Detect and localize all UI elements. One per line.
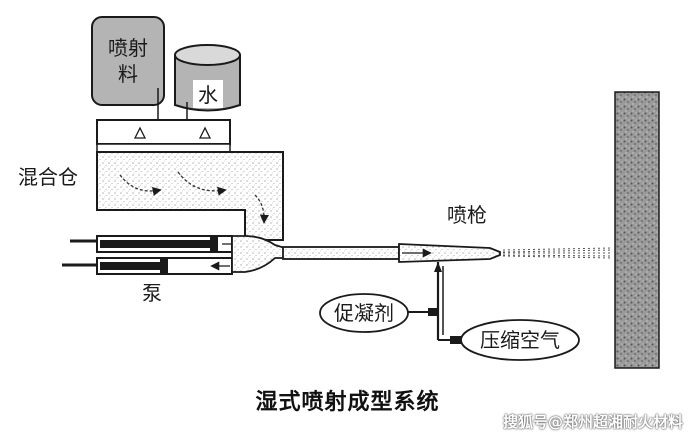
- mixing-chamber: [96, 151, 284, 241]
- pump: [62, 235, 242, 275]
- watermark: 搜狐号@郑州超湘耐火材料: [502, 413, 683, 431]
- pump-junction: [231, 235, 286, 273]
- nozzle-label: 喷枪: [447, 203, 487, 227]
- spray-jet: [502, 247, 613, 259]
- accelerator-supply: 促凝剂: [319, 293, 409, 333]
- additive-feed-lines: [408, 262, 462, 344]
- dosing-unit: [96, 119, 231, 167]
- water-label: 水: [198, 83, 218, 107]
- spray-material-label-line2: 料: [118, 62, 138, 86]
- accelerator-label: 促凝剂: [334, 301, 394, 325]
- compressed-air-supply: 压缩空气: [460, 319, 580, 361]
- spray-material-label-line1: 喷射: [108, 36, 148, 60]
- water-tank: 水: [174, 44, 241, 112]
- diagram-caption: 湿式喷射成型系统: [255, 389, 440, 415]
- mixing-chamber-label: 混合仓: [18, 165, 78, 189]
- spray-material-hopper: 喷射 料: [91, 16, 165, 106]
- delivery-pipe: [282, 246, 400, 260]
- target-wall: [614, 91, 660, 369]
- spray-nozzle: [398, 243, 501, 263]
- compressed-air-label: 压缩空气: [480, 328, 560, 352]
- pump-label: 泵: [142, 281, 162, 305]
